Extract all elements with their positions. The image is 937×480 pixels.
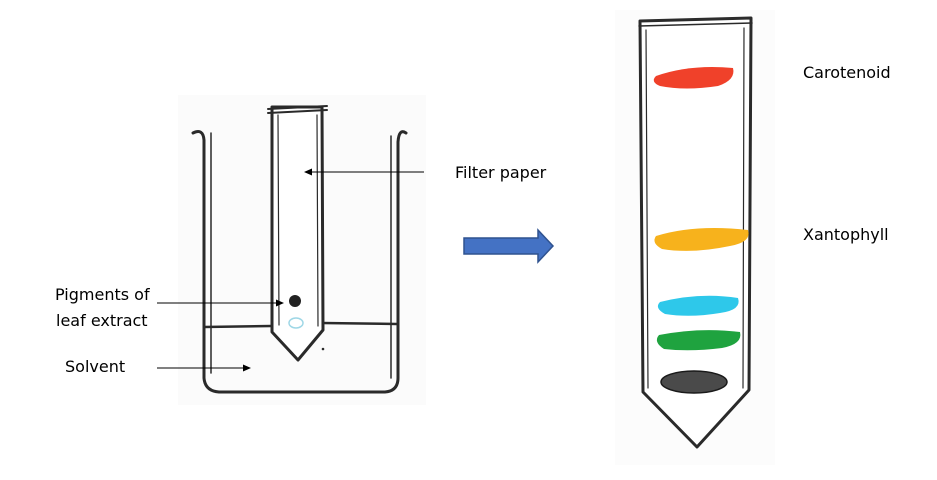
band-carotenoid [653,67,734,89]
xantophyll-label: Xantophyll [803,225,889,244]
pigments-label-line1: Pigments of [55,285,150,304]
band-blue [657,295,739,316]
process-arrow [463,228,555,264]
chromatogram-left-inner [645,29,649,389]
beaker-outline [191,130,408,394]
carotenoid-label: Carotenoid [803,63,891,82]
filter-paper-label: Filter paper [455,163,547,182]
band-dark [660,370,728,394]
chromatogram-right-inner [742,27,745,389]
filter-paper-strip [270,105,325,362]
pigment-spot-faint [288,317,304,329]
filter-paper-top-edge [267,105,328,114]
ink-dot [321,347,325,351]
chromatogram-top-edge [638,22,753,27]
filter-paper-inner-line [277,114,280,326]
filter-paper-inner-line-right [316,114,319,327]
pigment-spot [289,295,301,307]
solvent-label: Solvent [65,357,126,376]
pigments-label-line2: leaf extract [56,311,148,330]
solvent-level-line [202,321,399,329]
band-green [656,330,741,351]
band-xantophyll [654,228,749,251]
